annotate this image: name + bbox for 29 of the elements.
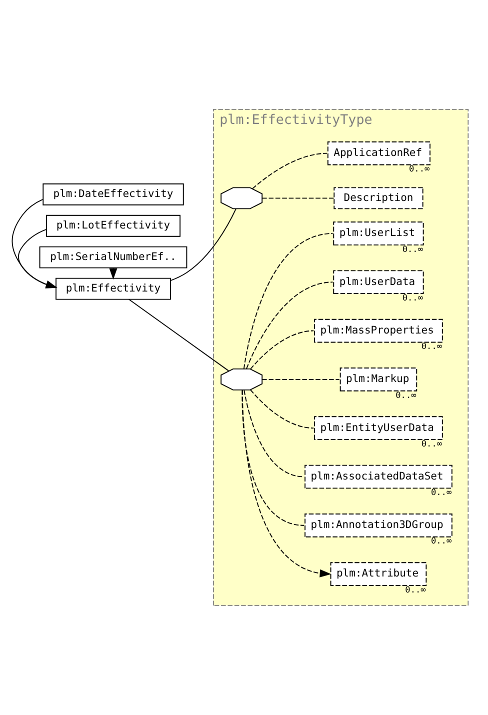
- node-label: 0..∞: [421, 342, 442, 352]
- node-box: plm:DateEffectivity: [42, 183, 184, 206]
- connector: [262, 198, 334, 199]
- node-label: 0..∞: [421, 439, 442, 450]
- connector: [243, 233, 334, 370]
- node-octagon: [220, 368, 263, 390]
- connector: [170, 208, 237, 282]
- node-box: plm:LotEffectivity: [46, 214, 181, 237]
- node-label: 0..∞: [402, 293, 423, 304]
- node-label: 0..∞: [402, 244, 423, 255]
- connector: [246, 282, 334, 370]
- node-label: 0..∞: [430, 536, 452, 547]
- connector: [250, 389, 314, 429]
- connector: [252, 152, 328, 190]
- node-label: 0..∞: [409, 164, 430, 175]
- node-octagon: [220, 187, 263, 210]
- node-label: 0..∞: [396, 390, 416, 401]
- arrow: [12, 198, 58, 288]
- connector: [262, 378, 340, 380]
- connector: [250, 330, 314, 370]
- arrow: [242, 390, 332, 578]
- arrow: [18, 229, 58, 288]
- node-label: 0..∞: [405, 585, 426, 596]
- connector: [128, 298, 230, 372]
- connector: [244, 390, 305, 478]
- node-box: plm:Effectivity: [56, 278, 171, 300]
- node-label: 0..∞: [430, 488, 452, 498]
- connector: [242, 389, 305, 526]
- node-box: Description: [334, 187, 424, 210]
